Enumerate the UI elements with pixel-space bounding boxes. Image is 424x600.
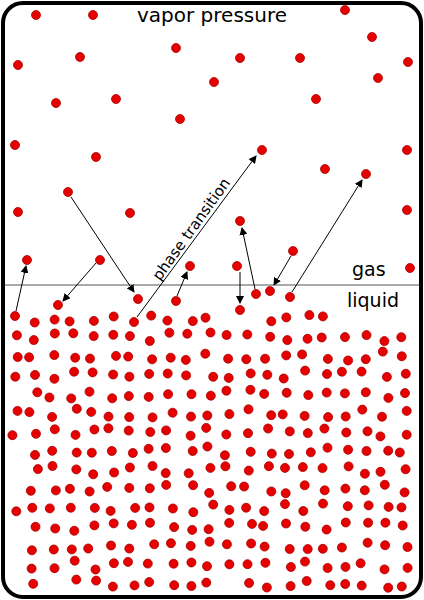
- container-outline: [3, 3, 421, 597]
- title-label: vapor pressure: [137, 5, 287, 25]
- phase-boundary: [5, 285, 419, 286]
- gas-molecules: [11, 6, 415, 273]
- phase-label: gas: [352, 260, 386, 279]
- phase-label: liquid: [347, 291, 399, 310]
- molecule-paths: [16, 156, 362, 317]
- liquid-molecules: [8, 287, 412, 593]
